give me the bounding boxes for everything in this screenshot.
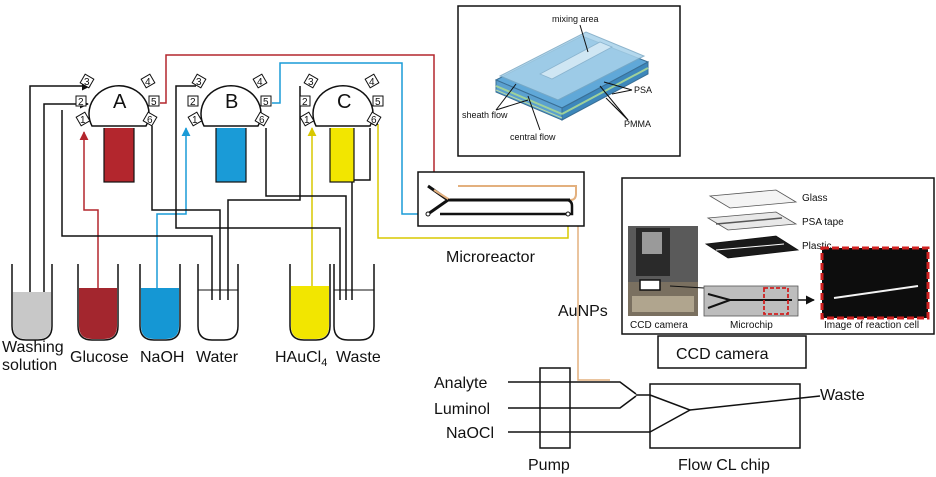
label-waste: Waste xyxy=(336,349,381,366)
ccd-camera-box: CCD camera xyxy=(657,335,807,369)
svg-text:6: 6 xyxy=(259,115,265,126)
svg-text:6: 6 xyxy=(147,115,153,126)
label-naoh: NaOH xyxy=(140,349,184,366)
svg-text:5: 5 xyxy=(263,97,269,108)
vessel-haucl4 xyxy=(289,264,331,341)
glass-layer xyxy=(708,189,798,209)
label-luminol: Luminol xyxy=(434,401,490,418)
svg-text:CCD camera: CCD camera xyxy=(676,346,769,363)
svg-text:4: 4 xyxy=(257,77,263,88)
syringe-a xyxy=(103,119,135,183)
label-glucose: Glucose xyxy=(70,349,129,366)
vessel-water xyxy=(197,264,239,341)
valve-ports: 1 2 3 4 5 6 xyxy=(299,73,384,127)
label-microchip: Microchip xyxy=(730,320,773,331)
label-washing-line2: solution xyxy=(2,357,57,374)
svg-text:6: 6 xyxy=(371,115,377,126)
valve-ports: 1 2 3 4 5 6 xyxy=(187,73,272,127)
valve-a[interactable]: A 1 2 3 4 5 6 xyxy=(75,73,160,183)
label-pmma: PMMA xyxy=(624,119,651,129)
inset-ccd: Glass PSA tape Plastic CCD camera Microc… xyxy=(621,177,935,335)
svg-text:4: 4 xyxy=(145,77,151,88)
svg-text:5: 5 xyxy=(375,97,381,108)
label-ccd-camera: CCD camera xyxy=(630,320,688,331)
microreactor[interactable] xyxy=(417,171,585,227)
label-analyte: Analyte xyxy=(434,375,487,392)
chip-layers xyxy=(494,31,650,121)
label-water: Water xyxy=(196,349,239,366)
syringe-c xyxy=(329,119,355,183)
vessel-naoh xyxy=(139,264,181,341)
tubing xyxy=(29,54,610,381)
svg-text:4: 4 xyxy=(369,77,375,88)
valve-label: C xyxy=(337,91,351,113)
vessel-glucose xyxy=(77,264,119,341)
inset-chip: mixing area PSA PMMA sheath flow central… xyxy=(457,5,681,157)
svg-text:1: 1 xyxy=(80,115,86,126)
reaction-cell-image xyxy=(820,246,930,320)
valve-label: A xyxy=(113,91,127,113)
flow-cl-chip xyxy=(649,383,801,449)
svg-text:3: 3 xyxy=(84,77,90,88)
svg-text:2: 2 xyxy=(78,97,84,108)
label-naocl: NaOCl xyxy=(446,425,494,442)
label-flow-waste: Waste xyxy=(820,387,865,404)
svg-text:5: 5 xyxy=(151,97,157,108)
label-pump: Pump xyxy=(528,457,570,474)
svg-text:1: 1 xyxy=(304,115,310,126)
label-psa-tape: PSA tape xyxy=(802,217,844,228)
label-aunps: AuNPs xyxy=(558,303,608,320)
valve-b[interactable]: B 1 2 3 4 5 6 xyxy=(187,73,272,183)
label-central-flow: central flow xyxy=(510,132,556,142)
label-sheath-flow: sheath flow xyxy=(462,110,508,120)
vessel-washing xyxy=(11,264,53,341)
label-plastic: Plastic xyxy=(802,241,831,252)
label-microreactor: Microreactor xyxy=(446,249,536,266)
label-psa: PSA xyxy=(634,85,652,95)
valve-c[interactable]: C 1 2 3 4 5 6 xyxy=(299,73,384,183)
valve-ports: 1 2 3 4 5 6 xyxy=(75,73,160,127)
svg-text:3: 3 xyxy=(308,77,314,88)
svg-text:3: 3 xyxy=(196,77,202,88)
vessel-waste xyxy=(333,264,375,341)
label-mixing-area: mixing area xyxy=(552,14,599,24)
syringe-b xyxy=(215,119,247,183)
flow-system xyxy=(508,367,821,449)
label-washing-line1: Washing xyxy=(2,339,64,356)
label-washing: Washing solution xyxy=(2,339,68,374)
valve-label: B xyxy=(225,91,238,113)
label-haucl4: HAuCl4 xyxy=(275,349,327,369)
svg-text:1: 1 xyxy=(192,115,198,126)
label-glass: Glass xyxy=(802,193,828,204)
label-flow-cl-chip: Flow CL chip xyxy=(678,457,770,474)
svg-text:2: 2 xyxy=(190,97,196,108)
label-image-cell: Image of reaction cell xyxy=(824,320,919,331)
svg-text:2: 2 xyxy=(302,97,308,108)
